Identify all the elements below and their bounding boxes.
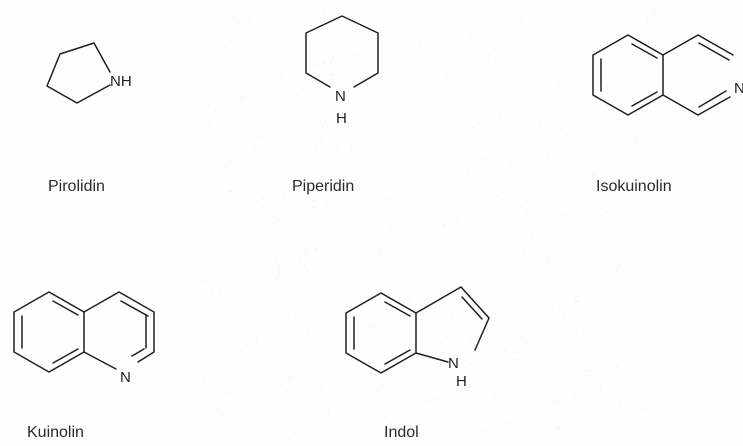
indol-label: Indol bbox=[384, 424, 419, 441]
piperidin-atom-n: N bbox=[335, 88, 346, 105]
pirolidin-ring bbox=[46, 42, 111, 104]
piperidin-atom-h: H bbox=[336, 110, 347, 127]
piperidin-ring bbox=[305, 15, 379, 88]
indol-pyrrole-ring bbox=[415, 286, 490, 351]
indol-atom-h: H bbox=[456, 373, 467, 390]
kuinolin-label: Kuinolin bbox=[27, 424, 84, 441]
isokuinolin-atom-n: N bbox=[734, 80, 743, 97]
indol-benzene-ring bbox=[345, 292, 417, 374]
kuinolin-atom-n: N bbox=[120, 369, 131, 386]
pirolidin-atom-nh: NH bbox=[110, 73, 132, 90]
indol-atom-n: N bbox=[448, 355, 459, 372]
isokuinolin-pyridine-ring bbox=[662, 34, 734, 56]
kuinolin-pyridine-ring bbox=[83, 291, 155, 363]
isokuinolin-label: Isokuinolin bbox=[596, 178, 672, 195]
pirolidin-label: Pirolidin bbox=[48, 178, 105, 195]
piperidin-label: Piperidin bbox=[292, 178, 355, 195]
